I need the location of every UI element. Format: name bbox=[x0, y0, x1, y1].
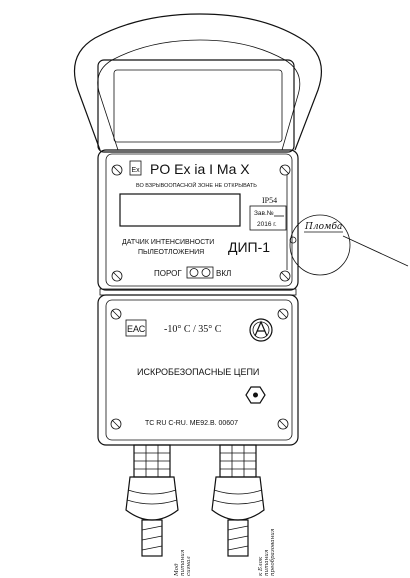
screw-icon bbox=[110, 418, 122, 430]
threshold-knob[interactable] bbox=[189, 268, 199, 277]
lower-housing bbox=[97, 294, 299, 446]
screw-icon bbox=[279, 164, 291, 176]
upper-window bbox=[113, 69, 283, 143]
display-screen bbox=[119, 193, 241, 227]
safe-circuits-label: ИСКРОБЕЗОПАСНЫЕ ЦЕПИ bbox=[137, 367, 259, 377]
eac-mark-icon bbox=[125, 319, 147, 337]
serial-plate bbox=[249, 205, 287, 231]
screw-icon bbox=[277, 308, 289, 320]
cable-label-left: Мод питания сигнал bbox=[174, 549, 192, 577]
screw-icon bbox=[279, 270, 291, 282]
screw-icon bbox=[111, 164, 123, 176]
warning-text: ВО ВЗРЫВООПАСНОЙ ЗОНЕ НЕ ОТКРЫВАТЬ bbox=[136, 181, 257, 189]
svg-text:преобразования: преобразования bbox=[269, 528, 276, 576]
description-line2: ПЫЛЕОТЛОЖЕНИЯ bbox=[138, 249, 204, 256]
ip-rating: IP54 bbox=[262, 196, 277, 205]
temperature-range: -10° C / 35° C bbox=[164, 324, 222, 335]
mounting-bracket bbox=[73, 13, 322, 151]
seal-leader-line bbox=[342, 235, 409, 267]
svg-text:Мод: Мод bbox=[174, 563, 180, 577]
svg-text:питания: питания bbox=[264, 549, 270, 576]
control-panel bbox=[186, 266, 214, 279]
certification-logo-icon bbox=[249, 318, 273, 342]
mounting-bracket-inner bbox=[97, 39, 301, 151]
svg-text:сигнал: сигнал bbox=[186, 556, 192, 576]
serial-number-label: Зав.№ bbox=[254, 210, 274, 217]
serial-year: 2016 г. bbox=[257, 221, 277, 228]
on-label: ВКЛ bbox=[216, 269, 231, 278]
seal-icon bbox=[289, 236, 297, 244]
threshold-label: ПОРОГ bbox=[154, 269, 182, 278]
cable-gland-left bbox=[125, 444, 179, 557]
description-line1: ДАТЧИК ИНТЕНСИВНОСТИ bbox=[122, 239, 214, 246]
svg-text:Ex: Ex bbox=[132, 167, 141, 174]
screw-icon bbox=[110, 308, 122, 320]
svg-text:к Блок: к Блок bbox=[258, 556, 264, 576]
svg-text:ЕАС: ЕАС bbox=[127, 324, 146, 334]
power-switch[interactable] bbox=[201, 268, 211, 277]
certificate-number: ТС RU C-RU. МЕ92.В. 00607 bbox=[145, 420, 238, 427]
screw-icon bbox=[111, 270, 123, 282]
seal-label: Пломба bbox=[304, 221, 342, 232]
upper-housing bbox=[97, 149, 299, 291]
cable-gland-right bbox=[211, 444, 265, 557]
svg-text:питания: питания bbox=[180, 549, 186, 576]
seal-callout-circle bbox=[289, 214, 351, 276]
upper-plate bbox=[97, 59, 295, 153]
upper-housing-lid bbox=[105, 153, 293, 287]
ex-symbol-icon bbox=[129, 160, 142, 176]
ex-marking: PO Ex ia I Ma X bbox=[150, 161, 250, 177]
model-name: ДИП-1 bbox=[228, 239, 270, 255]
ex-hexagon-icon bbox=[245, 386, 266, 404]
lower-housing-lid bbox=[105, 299, 293, 441]
screw-icon bbox=[277, 418, 289, 430]
cable-label-right: к Блок питания преобразования bbox=[258, 528, 276, 576]
